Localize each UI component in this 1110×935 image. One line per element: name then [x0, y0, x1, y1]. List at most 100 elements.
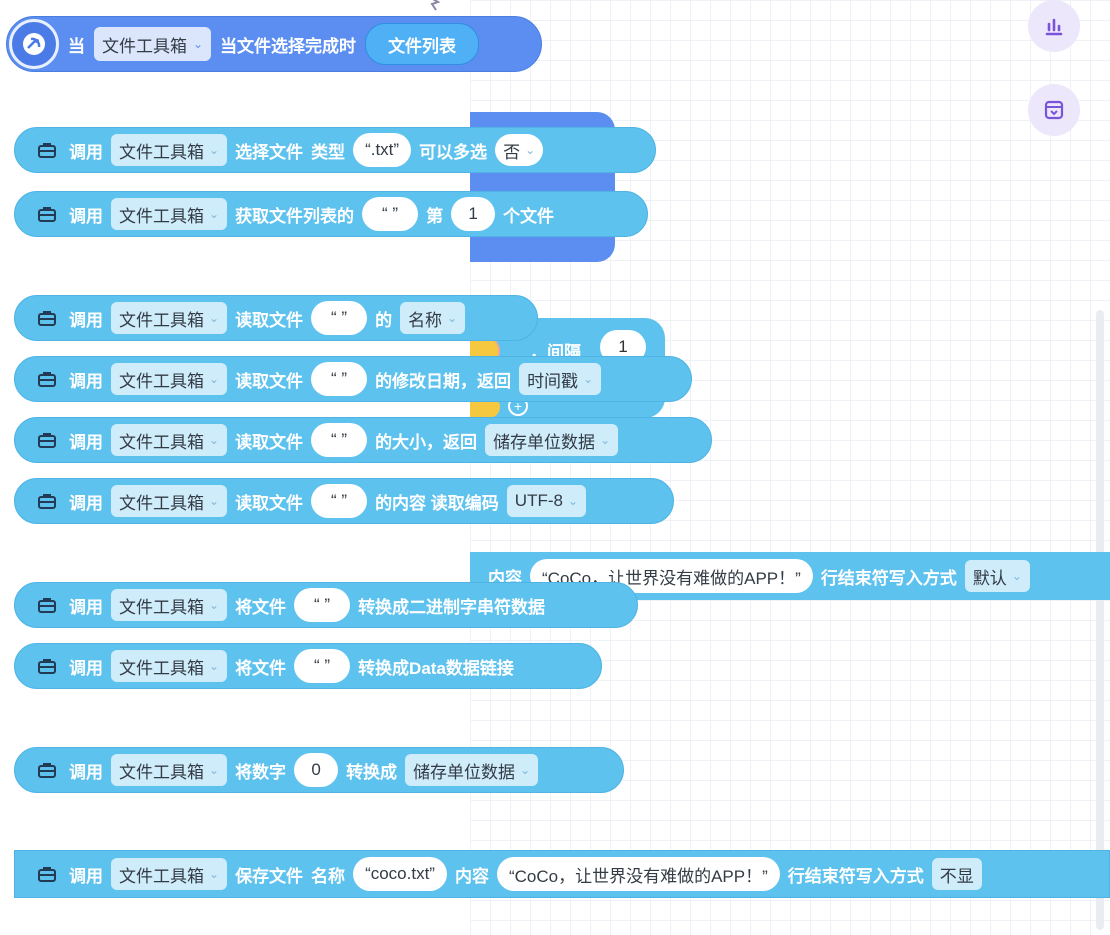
chevron-down-icon: ⌄ — [209, 311, 220, 325]
action-label: 读取文件 — [235, 371, 304, 391]
chevron-down-icon: ⌄ — [209, 494, 220, 508]
block-to-binary[interactable]: 调用 文件工具箱⌄ 将文件 “ ” 转换成二进制字串符数据 — [14, 582, 638, 628]
suffix-label: 个文件 — [503, 206, 555, 226]
file-input[interactable]: “ ” — [311, 301, 368, 335]
block-read-date[interactable]: 调用 文件工具箱⌄ 读取文件 “ ” 的修改日期，返回 时间戳⌄ — [14, 356, 692, 402]
index-label: 第 — [426, 206, 444, 226]
eol-label: 行结束符写入方式 — [820, 568, 957, 588]
chevron-down-icon: ⌄ — [567, 494, 579, 508]
call-label: 调用 — [69, 762, 103, 782]
call-label: 调用 — [69, 597, 103, 617]
block-number-convert[interactable]: 调用 文件工具箱⌄ 将数字 0 转换成 储存单位数据⌄ — [14, 747, 624, 793]
action-label: 读取文件 — [235, 493, 304, 513]
block-read-name[interactable]: 调用 文件工具箱⌄ 读取文件 “ ” 的 名称⌄ — [14, 295, 538, 341]
component-dropdown[interactable]: 文件工具箱 ⌄ — [111, 754, 228, 786]
call-label: 调用 — [69, 866, 103, 886]
chevron-down-icon: ⌄ — [209, 372, 220, 386]
component-dropdown[interactable]: 文件工具箱 ⌄ — [111, 589, 228, 621]
prop-dropdown[interactable]: 名称⌄ — [400, 302, 466, 334]
file-list-param[interactable]: 文件列表 — [365, 23, 480, 65]
component-value: 文件工具箱 — [119, 432, 204, 452]
component-dropdown[interactable]: 文件工具箱⌄ — [111, 302, 228, 334]
content-value[interactable]: “CoCo，让世界没有难做的APP！” — [530, 559, 813, 593]
action-label: 读取文件 — [235, 432, 304, 452]
name-label: 名称 — [311, 866, 346, 886]
component-value: 文件工具箱 — [119, 762, 204, 782]
cursor-pin-icon — [430, 0, 441, 11]
call-label: 调用 — [69, 142, 103, 162]
chevron-down-icon: ⌄ — [600, 433, 611, 447]
event-block-file-selected[interactable]: 当 文件工具箱⌄ 当文件选择完成时 文件列表 — [6, 16, 542, 72]
component-dropdown[interactable]: 文件工具箱⌄ — [111, 650, 228, 682]
file-input[interactable]: “ ” — [311, 484, 368, 518]
component-value: 文件工具箱 — [119, 142, 204, 162]
store-button[interactable] — [1028, 84, 1080, 136]
encoding-dropdown[interactable]: UTF-8⌄ — [506, 485, 587, 517]
number-input[interactable]: 0 — [294, 753, 339, 787]
canvas-scrollbar[interactable] — [1096, 310, 1104, 930]
call-label: 调用 — [69, 493, 103, 513]
option-value: 储存单位数据 — [493, 432, 596, 452]
name-input[interactable]: “coco.txt” — [353, 857, 447, 891]
mid-label: 的大小，返回 — [375, 432, 478, 452]
chevron-down-icon: ⌄ — [209, 598, 220, 612]
prop-value: 名称 — [408, 310, 443, 330]
multi-value: 否 — [503, 142, 521, 162]
block-to-data-link[interactable]: 调用 文件工具箱⌄ 将文件 “ ” 转换成Data数据链接 — [14, 643, 602, 689]
unit-dropdown[interactable]: 储存单位数据⌄ — [405, 754, 539, 786]
component-dropdown[interactable]: 文件工具箱⌄ — [111, 363, 228, 395]
stats-button[interactable] — [1028, 0, 1080, 52]
event-component-dropdown[interactable]: 文件工具箱 ⌄ — [94, 27, 212, 61]
toolbox-icon — [38, 143, 56, 158]
component-dropdown[interactable]: 文件工具箱 ⌄ — [111, 134, 228, 166]
event-component-value: 文件工具箱 — [102, 36, 187, 56]
index-input[interactable]: 1 — [451, 197, 496, 231]
chevron-down-icon: ⌄ — [209, 143, 220, 157]
when-label: 当 — [68, 36, 85, 56]
content-input[interactable]: “CoCo，让世界没有难做的APP！” — [496, 857, 780, 891]
mid-label: 转换成Data数据链接 — [358, 658, 514, 678]
component-value: 文件工具箱 — [119, 206, 204, 226]
block-choose-file[interactable]: 调用 文件工具箱⌄ 选择文件 类型 “.txt” 可以多选 否⌄ — [14, 127, 656, 173]
chevron-down-icon: ⌄ — [209, 867, 220, 881]
component-value: 文件工具箱 — [119, 493, 204, 513]
eol-dropdown[interactable]: 不显 — [931, 858, 982, 890]
eol-value: 默认 — [972, 568, 1007, 588]
component-dropdown[interactable]: 文件工具箱 ⌄ — [111, 424, 228, 456]
store-icon — [1044, 100, 1064, 120]
component-value: 文件工具箱 — [119, 597, 204, 617]
eol-dropdown[interactable]: 默认⌄ — [964, 560, 1030, 592]
file-input[interactable]: “ ” — [294, 588, 351, 622]
action-label: 读取文件 — [235, 310, 304, 330]
call-label: 调用 — [69, 310, 103, 330]
action-label: 获取文件列表的 — [235, 206, 355, 226]
list-input[interactable]: “ ” — [362, 197, 419, 231]
toolbox-icon — [38, 433, 56, 448]
option-dropdown[interactable]: 储存单位数据 ⌄ — [485, 424, 619, 456]
chevron-down-icon: ⌄ — [520, 763, 531, 777]
block-save-file[interactable]: 调用 文件工具箱⌄ 保存文件 名称 “coco.txt” 内容 “CoCo，让世… — [14, 850, 1110, 898]
chevron-down-icon: ⌄ — [209, 659, 220, 673]
file-input[interactable]: “ ” — [294, 649, 351, 683]
chevron-down-icon: ⌄ — [209, 207, 220, 221]
block-read-content[interactable]: 调用 文件工具箱⌄ 读取文件 “ ” 的内容 读取编码 UTF-8⌄ — [14, 478, 674, 524]
chevron-down-icon: ⌄ — [209, 763, 220, 777]
block-read-size[interactable]: 调用 文件工具箱⌄ 读取文件 “ ” 的大小，返回 储存单位数据⌄ — [14, 417, 712, 463]
chevron-down-icon: ⌄ — [209, 433, 220, 447]
component-value: 文件工具箱 — [119, 866, 204, 886]
file-input[interactable]: “ ” — [311, 362, 368, 396]
component-dropdown[interactable]: 文件工具箱 ⌄ — [111, 198, 228, 230]
block-get-file[interactable]: 调用 文件工具箱⌄ 获取文件列表的 “ ” 第 1 个文件 — [14, 191, 648, 237]
mid-label: 转换成二进制字串符数据 — [358, 597, 546, 617]
type-input[interactable]: “.txt” — [353, 133, 412, 167]
component-dropdown[interactable]: 文件工具箱 ⌄ — [111, 858, 228, 890]
file-input[interactable]: “ ” — [311, 423, 368, 457]
bar-chart-icon — [1045, 18, 1063, 36]
option-dropdown[interactable]: 时间戳⌄ — [519, 363, 602, 395]
toolbox-icon — [38, 659, 56, 674]
chevron-down-icon: ⌄ — [193, 37, 204, 51]
type-label: 类型 — [311, 142, 346, 162]
multi-dropdown[interactable]: 否⌄ — [495, 134, 544, 166]
multi-label: 可以多选 — [419, 142, 488, 162]
component-dropdown[interactable]: 文件工具箱 ⌄ — [111, 485, 228, 517]
